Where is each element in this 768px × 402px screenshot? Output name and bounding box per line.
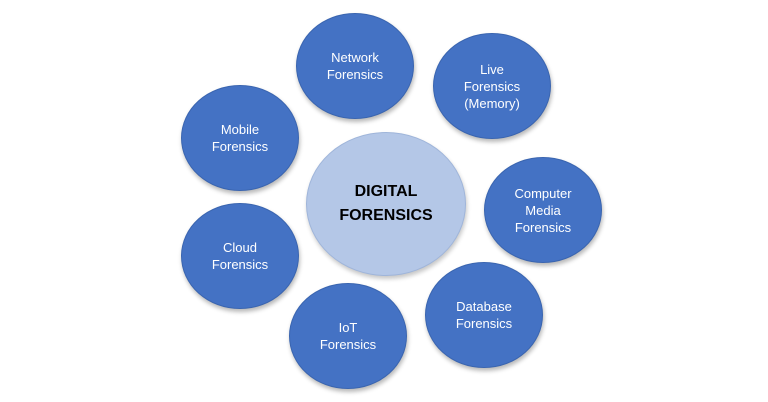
node-live-forensics: Live Forensics (Memory) [433, 33, 551, 139]
node-iot-forensics: IoT Forensics [289, 283, 407, 389]
node-label: Network Forensics [326, 50, 384, 82]
node-database-forensics: Database Forensics [425, 262, 543, 368]
node-computer-media-forensics: Computer Media Forensics [484, 157, 602, 263]
node-network-forensics: Network Forensics [296, 13, 414, 119]
node-digital-forensics-center: DIGITAL FORENSICS [306, 132, 466, 276]
node-label: Database Forensics [455, 299, 513, 331]
node-label: Cloud Forensics [211, 240, 269, 272]
node-cloud-forensics: Cloud Forensics [181, 203, 299, 309]
center-label: DIGITAL FORENSICS [339, 183, 433, 224]
node-label: Live Forensics (Memory) [463, 61, 521, 111]
node-label: IoT Forensics [319, 320, 377, 352]
node-label: Mobile Forensics [211, 122, 269, 154]
node-mobile-forensics: Mobile Forensics [181, 85, 299, 191]
node-label: Computer Media Forensics [514, 185, 572, 235]
